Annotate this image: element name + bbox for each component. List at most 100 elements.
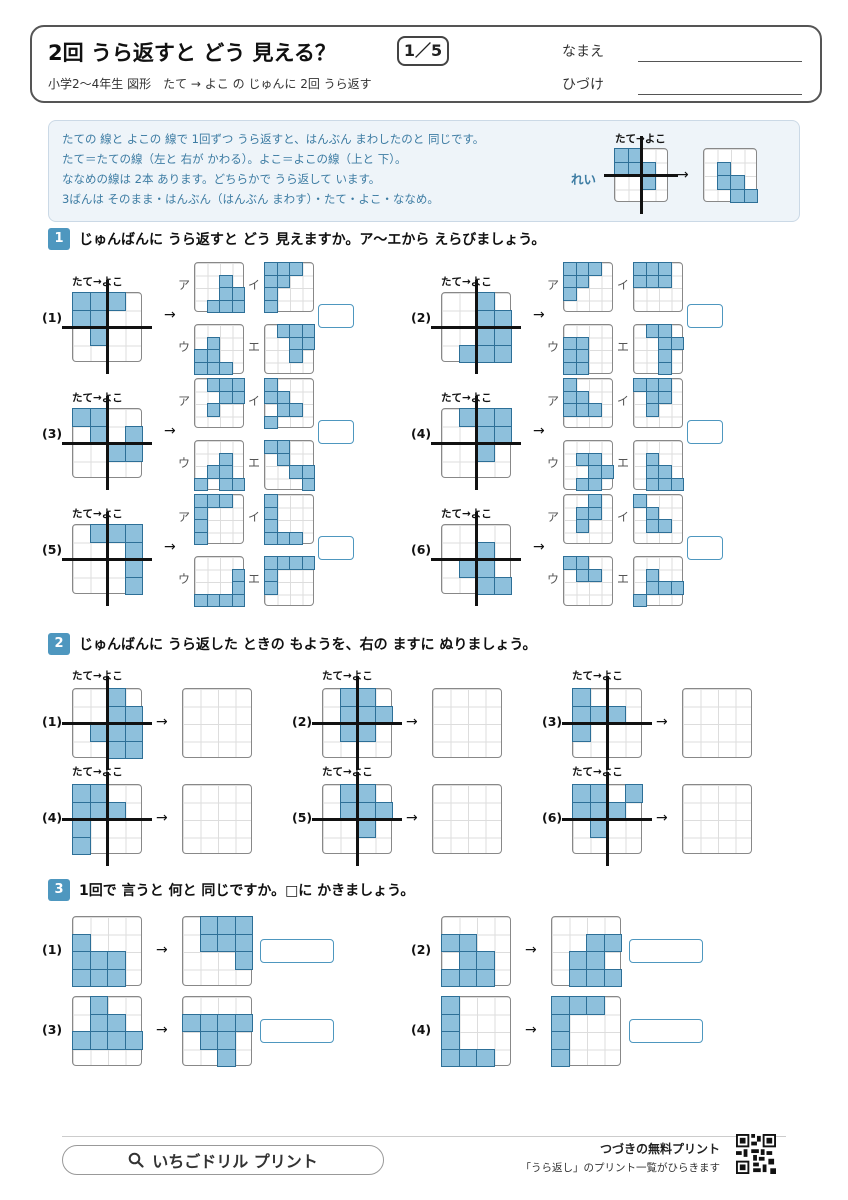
filled-cell: [234, 951, 253, 970]
option-grid: [194, 494, 244, 545]
answer-box[interactable]: [318, 304, 354, 328]
filled-cell: [575, 519, 589, 533]
filled-cell: [231, 593, 245, 607]
answer-grid[interactable]: [182, 784, 252, 854]
question-number: (5): [292, 810, 313, 825]
option-label: ア: [178, 394, 191, 408]
filled-cell: [124, 1031, 143, 1050]
filled-cell: [624, 784, 643, 803]
filled-cell: [234, 933, 253, 952]
filled-cell: [219, 299, 233, 313]
filled-cell: [264, 262, 278, 276]
filled-cell: [645, 262, 659, 276]
filled-cell: [289, 465, 303, 479]
answer-box[interactable]: [318, 536, 354, 560]
filled-cell: [289, 556, 303, 570]
filled-cell: [234, 916, 253, 935]
filled-cell: [264, 556, 278, 570]
section-instruction: じゅんばんに うら返すと どう 見えますか。ア～エから えらびましょう。: [79, 232, 546, 248]
option-label: イ: [617, 394, 630, 408]
filled-cell: [645, 452, 659, 466]
filled-cell: [72, 951, 91, 970]
filled-cell: [231, 477, 245, 491]
footer-search-bar[interactable]: いちごドリル プリント: [62, 1145, 384, 1175]
filled-cell: [124, 524, 143, 543]
filled-cell: [206, 378, 220, 392]
arrow-icon: →: [164, 307, 176, 323]
vertical-fold-line: [475, 396, 478, 490]
qr-code-icon[interactable]: [736, 1134, 776, 1174]
option-label: ウ: [547, 456, 560, 470]
filled-cell: [743, 188, 758, 203]
filled-cell: [575, 568, 589, 582]
filled-cell: [231, 390, 245, 404]
question-number: (2): [411, 942, 432, 957]
filled-cell: [633, 494, 647, 508]
answer-box[interactable]: [687, 304, 723, 328]
filled-cell: [588, 477, 602, 491]
filled-cell: [441, 933, 460, 952]
header: 2回 うら返すと どう 見える？ 1／5 小学2～4年生 図形 たて → よこ …: [30, 25, 822, 103]
answer-box[interactable]: [260, 1019, 334, 1043]
answer-box[interactable]: [629, 939, 703, 963]
option-grid: [633, 378, 683, 428]
filled-cell: [730, 175, 745, 190]
answer-grid[interactable]: [432, 688, 502, 758]
question-number: (5): [42, 542, 63, 557]
answer-grid[interactable]: [682, 784, 752, 854]
answer-grid[interactable]: [182, 688, 252, 758]
filled-cell: [572, 688, 591, 707]
option-label: エ: [248, 456, 261, 470]
vertical-fold-line: [106, 676, 109, 770]
filled-cell: [72, 836, 91, 855]
filled-cell: [476, 408, 495, 427]
vertical-fold-line: [475, 280, 478, 374]
filled-cell: [670, 581, 684, 595]
filled-cell: [219, 361, 233, 375]
filled-cell: [194, 494, 208, 508]
arrow-icon: →: [533, 539, 545, 555]
filled-cell: [633, 274, 647, 288]
option-label: ウ: [178, 456, 191, 470]
filled-cell: [563, 287, 577, 301]
filled-cell: [563, 262, 577, 276]
name-line[interactable]: [638, 61, 802, 62]
answer-box[interactable]: [687, 420, 723, 444]
answer-box[interactable]: [318, 420, 354, 444]
filled-cell: [231, 581, 245, 595]
answer-grid[interactable]: [682, 688, 752, 758]
filled-cell: [658, 477, 672, 491]
info-line: たて＝たての線（左と 右が かわる）。よこ＝よこの線（上と 下）。: [62, 152, 407, 166]
filled-cell: [264, 274, 278, 288]
filled-cell: [219, 287, 233, 301]
question-number: (1): [42, 714, 63, 729]
filled-cell: [357, 819, 376, 838]
filled-cell: [194, 506, 208, 520]
filled-cell: [441, 1031, 460, 1050]
answer-box[interactable]: [260, 939, 334, 963]
option-grid: [563, 556, 613, 606]
filled-cell: [476, 951, 495, 970]
filled-cell: [588, 568, 602, 582]
option-grid: [264, 440, 315, 491]
filled-cell: [641, 175, 656, 190]
filled-cell: [658, 274, 672, 288]
filled-cell: [107, 688, 126, 707]
tate-yoko-caption: たて→よこ: [572, 670, 623, 682]
filled-cell: [588, 452, 602, 466]
answer-box[interactable]: [629, 1019, 703, 1043]
filled-cell: [301, 465, 315, 479]
question-grid: [441, 996, 511, 1067]
filled-cell: [231, 287, 245, 301]
filled-cell: [72, 292, 91, 311]
filled-cell: [264, 287, 278, 301]
tate-yoko-caption: たて→よこ: [441, 392, 492, 404]
option-label: ウ: [178, 340, 191, 354]
filled-cell: [575, 506, 589, 520]
filled-cell: [219, 494, 233, 508]
answer-grid[interactable]: [432, 784, 502, 854]
date-line[interactable]: [638, 94, 802, 95]
filled-cell: [476, 443, 495, 462]
arrow-icon: →: [533, 423, 545, 439]
answer-box[interactable]: [687, 536, 723, 560]
